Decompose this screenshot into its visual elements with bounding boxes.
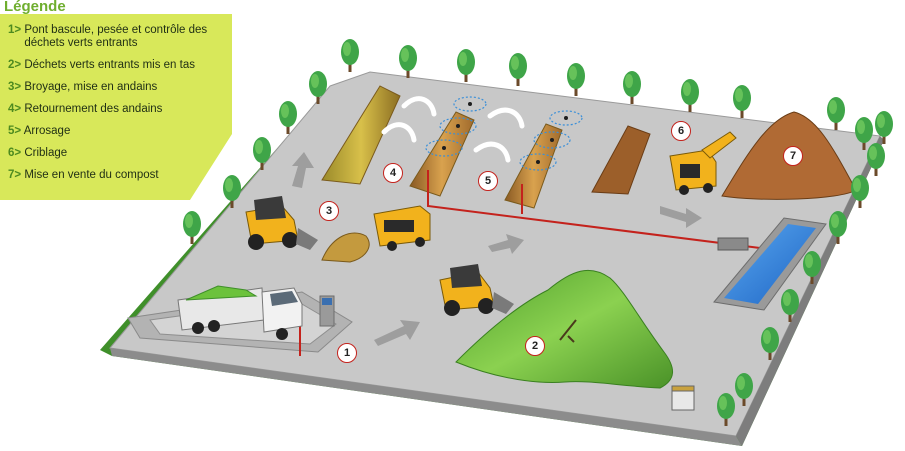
legend-panel	[0, 14, 232, 200]
legend-item-3: 3> Broyage, mise en andains	[8, 81, 214, 94]
tree	[851, 175, 869, 208]
legend-text: Retournement des andains	[24, 103, 163, 115]
tree	[509, 53, 527, 86]
tree	[623, 71, 641, 104]
shredder	[321, 205, 431, 263]
legend-item-4: 4> Retournement des andains	[8, 103, 214, 116]
sprinklers	[425, 96, 583, 171]
screener	[669, 131, 737, 195]
legend-num: 1>	[8, 24, 22, 36]
tree	[399, 45, 417, 78]
legend-num: 6>	[8, 147, 22, 159]
legend-text: Arrosage	[23, 125, 71, 137]
sprinkler-heads	[442, 102, 568, 164]
tree	[761, 327, 779, 360]
legend-text: Broyage, mise en andains	[24, 81, 158, 93]
tree	[567, 63, 585, 96]
tree	[309, 71, 327, 104]
step-marker-3: 3	[319, 201, 339, 221]
loader-3	[245, 196, 318, 250]
step-marker-5: 5	[478, 171, 498, 191]
step-marker-2: 2	[525, 336, 545, 356]
legend: Légende 1> Pont bascule, pesée et contrô…	[0, 0, 232, 200]
tree	[735, 373, 753, 406]
tree	[183, 211, 201, 244]
legend-num: 7>	[8, 169, 22, 181]
green-waste-heap	[455, 269, 673, 389]
tree	[223, 175, 241, 208]
step-marker-4: 4	[383, 163, 403, 183]
truck	[177, 285, 303, 340]
waste-bin	[671, 385, 695, 411]
tree	[855, 117, 873, 150]
legend-text: Pont bascule, pesée et contrôle des déch…	[24, 24, 208, 49]
legend-item-5: 5> Arrosage	[8, 125, 214, 138]
step-marker-6: 6	[671, 121, 691, 141]
legend-list: 1> Pont bascule, pesée et contrôle des d…	[8, 24, 214, 191]
legend-num: 2>	[8, 59, 22, 71]
turning-arrows	[381, 96, 525, 163]
flow-arrows	[292, 152, 702, 346]
tree	[457, 49, 475, 82]
legend-item-7: 7> Mise en vente du compost	[8, 169, 214, 182]
loader-center	[439, 264, 514, 316]
tree	[341, 39, 359, 72]
legend-item-6: 6> Criblage	[8, 147, 214, 160]
water-basin	[713, 217, 827, 311]
legend-num: 3>	[8, 81, 22, 93]
legend-num: 5>	[8, 125, 22, 137]
tree	[803, 251, 821, 284]
tree	[279, 101, 297, 134]
legend-item-2: 2> Déchets verts entrants mis en tas	[8, 59, 214, 72]
trees	[183, 39, 893, 426]
windrows	[321, 85, 651, 209]
tree	[829, 211, 847, 244]
legend-item-1: 1> Pont bascule, pesée et contrôle des d…	[8, 24, 214, 50]
tree	[875, 111, 893, 144]
legend-title: Légende	[4, 0, 66, 15]
tree	[717, 393, 735, 426]
legend-text: Mise en vente du compost	[24, 169, 159, 181]
legend-text: Déchets verts entrants mis en tas	[24, 59, 195, 71]
tree	[681, 79, 699, 112]
legend-text: Criblage	[24, 147, 68, 159]
tree	[867, 143, 885, 176]
legend-num: 4>	[8, 103, 22, 115]
step-marker-1: 1	[337, 343, 357, 363]
tree	[733, 85, 751, 118]
tree	[827, 97, 845, 130]
tree	[781, 289, 799, 322]
step-marker-7: 7	[783, 146, 803, 166]
tree	[253, 137, 271, 170]
